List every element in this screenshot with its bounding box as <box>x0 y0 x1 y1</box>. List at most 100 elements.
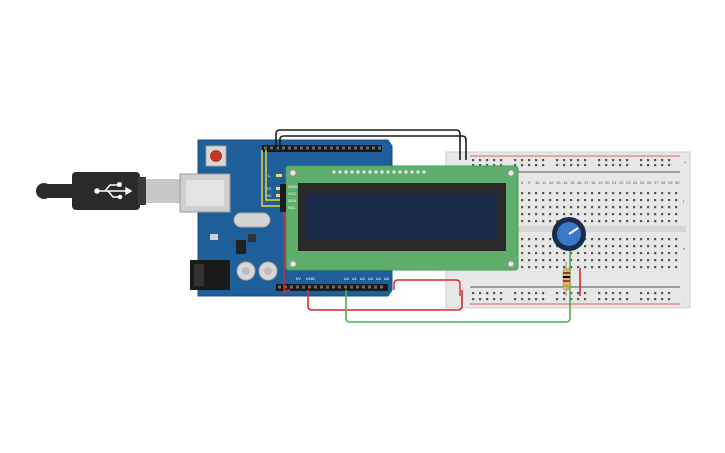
rail-hole[interactable] <box>619 298 622 301</box>
terminal-hole[interactable] <box>521 192 524 195</box>
terminal-hole[interactable] <box>542 259 545 262</box>
terminal-hole[interactable] <box>675 266 678 269</box>
header-pin[interactable] <box>330 146 333 150</box>
terminal-hole[interactable] <box>612 245 615 248</box>
terminal-hole[interactable] <box>549 266 552 269</box>
rail-hole[interactable] <box>556 292 559 295</box>
rail-hole[interactable] <box>654 159 657 162</box>
terminal-hole[interactable] <box>577 213 580 216</box>
terminal-hole[interactable] <box>584 259 587 262</box>
terminal-hole[interactable] <box>549 192 552 195</box>
terminal-hole[interactable] <box>521 245 524 248</box>
terminal-hole[interactable] <box>647 245 650 248</box>
rail-hole[interactable] <box>605 159 608 162</box>
rail-hole[interactable] <box>514 164 517 167</box>
rail-hole[interactable] <box>535 164 538 167</box>
terminal-hole[interactable] <box>535 252 538 255</box>
terminal-hole[interactable] <box>521 252 524 255</box>
rail-hole[interactable] <box>640 159 643 162</box>
terminal-hole[interactable] <box>612 199 615 202</box>
wire-yellow-sda[interactable] <box>265 150 284 201</box>
terminal-hole[interactable] <box>542 206 545 209</box>
terminal-hole[interactable] <box>535 238 538 241</box>
rail-hole[interactable] <box>500 298 503 301</box>
terminal-hole[interactable] <box>633 252 636 255</box>
terminal-hole[interactable] <box>528 259 531 262</box>
header-pin[interactable] <box>360 146 363 150</box>
header-pin[interactable] <box>276 146 279 150</box>
rail-hole[interactable] <box>598 298 601 301</box>
potentiometer-icon[interactable] <box>552 217 586 251</box>
terminal-hole[interactable] <box>570 199 573 202</box>
rail-hole[interactable] <box>626 159 629 162</box>
terminal-hole[interactable] <box>528 220 531 223</box>
terminal-hole[interactable] <box>661 266 664 269</box>
terminal-hole[interactable] <box>591 238 594 241</box>
rail-hole[interactable] <box>668 298 671 301</box>
rail-hole[interactable] <box>570 292 573 295</box>
terminal-hole[interactable] <box>619 192 622 195</box>
terminal-hole[interactable] <box>633 238 636 241</box>
rail-hole[interactable] <box>479 298 482 301</box>
terminal-hole[interactable] <box>535 213 538 216</box>
rail-hole[interactable] <box>521 298 524 301</box>
header-pin[interactable] <box>354 146 357 150</box>
terminal-hole[interactable] <box>675 192 678 195</box>
terminal-hole[interactable] <box>563 213 566 216</box>
terminal-hole[interactable] <box>598 213 601 216</box>
rail-hole[interactable] <box>577 298 580 301</box>
rail-hole[interactable] <box>514 159 517 162</box>
rail-hole[interactable] <box>584 159 587 162</box>
terminal-hole[interactable] <box>563 206 566 209</box>
header-pin[interactable] <box>300 146 303 150</box>
header-pin[interactable] <box>362 285 365 289</box>
rail-hole[interactable] <box>640 292 643 295</box>
terminal-hole[interactable] <box>654 252 657 255</box>
terminal-hole[interactable] <box>605 220 608 223</box>
terminal-hole[interactable] <box>619 220 622 223</box>
terminal-hole[interactable] <box>654 213 657 216</box>
rail-hole[interactable] <box>654 292 657 295</box>
terminal-hole[interactable] <box>626 213 629 216</box>
header-pin[interactable] <box>320 285 323 289</box>
terminal-hole[interactable] <box>619 199 622 202</box>
rail-hole[interactable] <box>626 298 629 301</box>
terminal-hole[interactable] <box>577 199 580 202</box>
terminal-hole[interactable] <box>528 206 531 209</box>
header-pin[interactable] <box>314 285 317 289</box>
terminal-hole[interactable] <box>598 245 601 248</box>
header-pin[interactable] <box>366 146 369 150</box>
terminal-hole[interactable] <box>605 266 608 269</box>
rail-hole[interactable] <box>528 164 531 167</box>
rail-hole[interactable] <box>493 159 496 162</box>
wire-green-a0[interactable] <box>345 250 571 323</box>
terminal-hole[interactable] <box>549 213 552 216</box>
rail-hole[interactable] <box>521 292 524 295</box>
terminal-hole[interactable] <box>661 199 664 202</box>
terminal-hole[interactable] <box>668 192 671 195</box>
rail-hole[interactable] <box>647 298 650 301</box>
terminal-hole[interactable] <box>619 252 622 255</box>
terminal-hole[interactable] <box>584 266 587 269</box>
rail-hole[interactable] <box>493 292 496 295</box>
rail-hole[interactable] <box>472 159 475 162</box>
terminal-hole[interactable] <box>619 245 622 248</box>
header-pin[interactable] <box>296 285 299 289</box>
rail-hole[interactable] <box>472 292 475 295</box>
rail-hole[interactable] <box>493 164 496 167</box>
header-pin[interactable] <box>326 285 329 289</box>
wire-red-5v[interactable] <box>307 290 463 311</box>
terminal-hole[interactable] <box>591 213 594 216</box>
rail-hole[interactable] <box>605 292 608 295</box>
terminal-hole[interactable] <box>570 206 573 209</box>
rail-hole[interactable] <box>605 164 608 167</box>
terminal-hole[interactable] <box>563 199 566 202</box>
rail-hole[interactable] <box>563 298 566 301</box>
terminal-hole[interactable] <box>633 220 636 223</box>
terminal-hole[interactable] <box>577 192 580 195</box>
terminal-hole[interactable] <box>556 199 559 202</box>
terminal-hole[interactable] <box>668 259 671 262</box>
terminal-hole[interactable] <box>605 259 608 262</box>
terminal-hole[interactable] <box>521 206 524 209</box>
terminal-hole[interactable] <box>591 245 594 248</box>
